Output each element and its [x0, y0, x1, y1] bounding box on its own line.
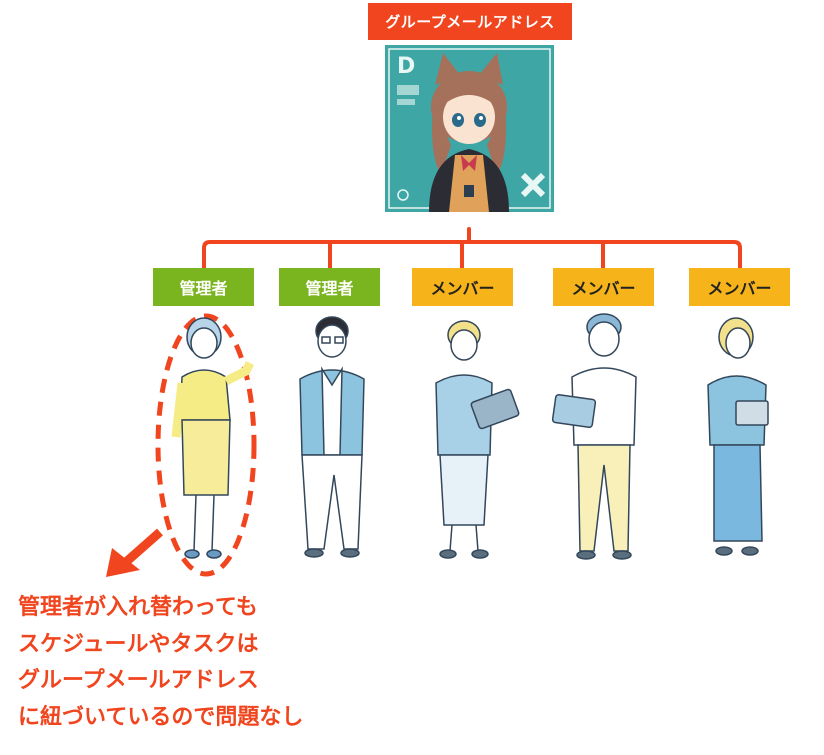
role-label-member-2: メンバー: [553, 268, 654, 306]
caption-line-4: に紐づいているので問題なし: [18, 704, 304, 730]
role-label-member-1: メンバー: [412, 268, 513, 306]
group-avatar-image: D: [385, 45, 554, 212]
branch-line: [202, 240, 742, 270]
highlight-ellipse: [155, 313, 257, 577]
person-member-1-illustration: [435, 320, 520, 559]
person-admin-woman-illustration: [171, 317, 255, 559]
person-member-2-illustration: [551, 313, 637, 560]
role-label-admin-1: 管理者: [153, 268, 254, 306]
caption-line-3: グループメールアドレス: [18, 668, 259, 693]
caption-line-1: 管理者が入れ替わっても: [18, 595, 258, 620]
arrow-icon: [106, 528, 163, 577]
svg-text:D: D: [397, 54, 415, 79]
caption-text: 管理者が入れ替わっても スケジュールやタスクは グループメールアドレス に紐づい…: [18, 590, 303, 736]
caption-line-2: スケジュールやタスクは: [18, 631, 259, 657]
group-email-label: グループメールアドレス: [368, 3, 572, 40]
person-member-3-illustration: [707, 317, 769, 556]
person-admin-man-illustration: [299, 316, 365, 558]
role-label-admin-2: 管理者: [279, 268, 380, 306]
role-label-member-3: メンバー: [689, 268, 790, 306]
